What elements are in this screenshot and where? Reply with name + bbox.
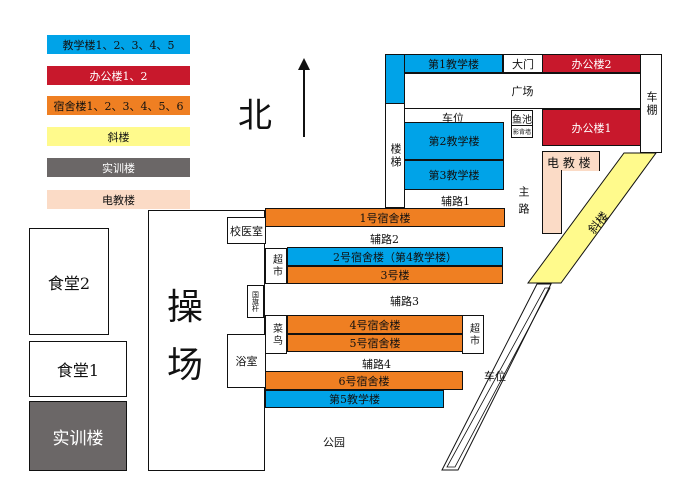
teaching-1: 第1教学楼 xyxy=(404,54,503,73)
dorm-6: 6号宿舍楼 xyxy=(265,371,463,390)
screen-wall: 影背墙 xyxy=(511,125,533,138)
aux-road-3: 辅路3 xyxy=(390,295,419,308)
bathroom: 浴室 xyxy=(227,334,266,388)
supermarket-1: 超市 xyxy=(265,248,287,284)
cainiao-station: 菜鸟 xyxy=(265,315,287,354)
av-building-top xyxy=(542,151,600,171)
main-road: 主路 xyxy=(517,186,530,220)
stairs-top xyxy=(385,54,405,104)
flagpole: 国旗杆 xyxy=(247,285,264,318)
aux-road-4: 辅路4 xyxy=(362,358,391,371)
playground-label-1: 操 xyxy=(167,287,204,328)
park-label: 公园 xyxy=(323,436,345,449)
teaching-3: 第3教学楼 xyxy=(404,160,504,190)
stairs: 楼梯 xyxy=(385,103,405,208)
legend-teaching: 教学楼1、2、3、4、5 xyxy=(47,35,190,54)
dorm-4: 4号宿舍楼 xyxy=(287,315,463,334)
av-building-side xyxy=(542,170,562,234)
clinic: 校医室 xyxy=(227,217,266,244)
aux-road-1: 辅路1 xyxy=(441,195,470,208)
car-shed: 车棚 xyxy=(640,54,662,153)
teaching-4-dorm-2: 2号宿舍楼（第4教学楼） xyxy=(287,247,503,266)
aux-road-2: 辅路2 xyxy=(370,233,399,246)
dorm-3: 3号楼 xyxy=(287,266,503,284)
north-label: 北 xyxy=(238,96,272,136)
slant-building-shape xyxy=(527,152,657,284)
canteen-2: 食堂2 xyxy=(29,228,109,335)
main-gate: 大门 xyxy=(503,54,543,73)
legend-dorm: 宿舍楼1、2、3、4、5、6 xyxy=(47,96,190,115)
canteen-1: 食堂1 xyxy=(29,341,127,397)
legend-office: 办公楼1、2 xyxy=(47,66,190,85)
legend-slant: 斜楼 xyxy=(47,127,190,146)
dorm-1: 1号宿舍楼 xyxy=(265,208,505,227)
fish-pond: 鱼池 xyxy=(511,110,533,126)
parking-1: 车位 xyxy=(442,112,464,125)
office-1: 办公楼1 xyxy=(542,109,641,146)
parking-2: 车位 xyxy=(484,370,506,383)
legend-training: 实训楼 xyxy=(47,158,190,177)
dorm-5: 5号宿舍楼 xyxy=(287,334,463,352)
training-building: 实训楼 xyxy=(29,401,127,471)
teaching-5: 第5教学楼 xyxy=(265,390,444,408)
supermarket-2: 超市 xyxy=(462,315,484,354)
av-building-label: 电 教 楼 xyxy=(547,156,591,170)
office-2: 办公楼2 xyxy=(542,54,641,73)
teaching-2: 第2教学楼 xyxy=(404,122,504,160)
playground-label-2: 场 xyxy=(167,345,204,386)
legend-av: 电教楼 xyxy=(47,190,190,209)
square: 广场 xyxy=(404,73,641,109)
